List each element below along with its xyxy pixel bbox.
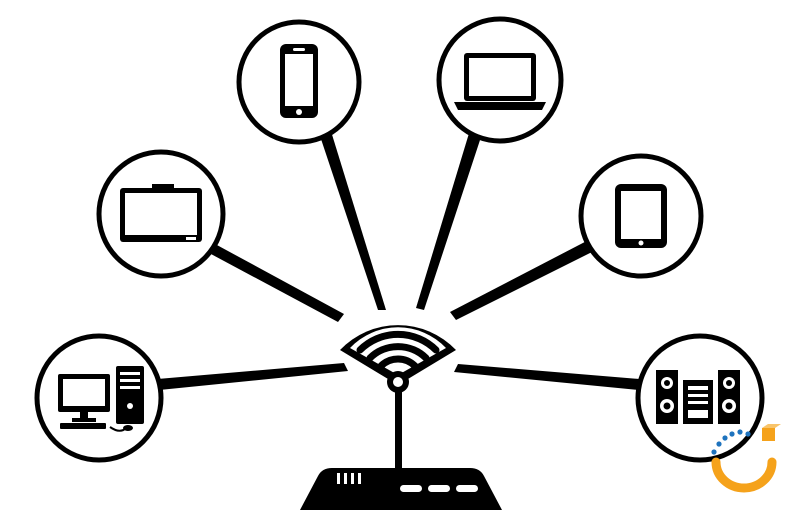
connectors	[100, 128, 700, 396]
laptop-icon	[454, 53, 546, 110]
wifi-router-icon	[300, 468, 502, 510]
television-icon	[120, 184, 202, 242]
stereo-speakers-icon	[656, 370, 740, 424]
watermark-logo-icon	[711, 424, 781, 493]
connector-phone	[318, 128, 386, 310]
connector-laptop	[416, 130, 482, 310]
connector-tablet	[450, 232, 612, 320]
router-antenna	[395, 388, 402, 470]
wifi-signal-icon	[340, 325, 456, 393]
connector-tv	[196, 238, 344, 322]
tablet-icon	[615, 184, 667, 248]
smartphone-icon	[280, 44, 318, 118]
desktop-computer-icon	[58, 366, 144, 432]
